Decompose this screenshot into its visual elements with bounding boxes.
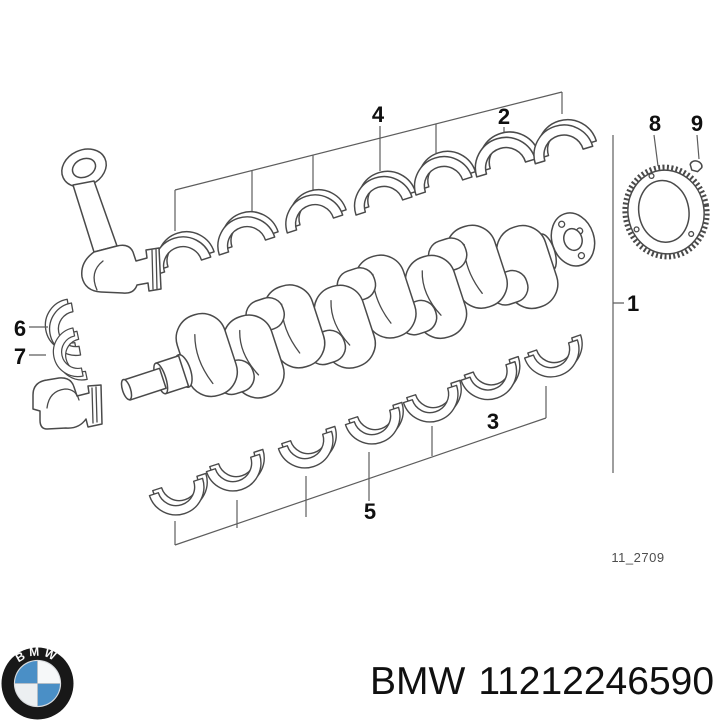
lower-shell: [523, 335, 590, 385]
callout-2: 2: [498, 104, 510, 129]
crankshaft: [120, 212, 596, 401]
upper-shell: [277, 182, 347, 233]
bolt-pin: [689, 160, 703, 173]
part-number-text: BMW 11212246590: [370, 662, 714, 702]
bmw-logo-letters: BMW: [13, 646, 62, 665]
parts-diagram: 4 2 8 9 1 6 7 3 5 11_2709: [14, 91, 710, 565]
roundel-quadrant-ne: [37, 661, 60, 684]
roundel-quadrant-se: [37, 683, 60, 706]
upper-shell: [346, 164, 417, 215]
upper-bracket-lines: [174, 91, 563, 231]
callout-4: 4: [372, 102, 385, 127]
callout-1: 1: [627, 291, 639, 316]
roundel-quadrant-sw: [15, 683, 38, 706]
lower-bracket-lines: [174, 386, 547, 546]
upper-shell: [209, 204, 279, 255]
lower-shell: [148, 473, 215, 522]
lower-shell: [205, 449, 272, 498]
bmw-logo: BMW: [1, 646, 74, 720]
callout-line-1: [612, 135, 624, 473]
callout-9: 9: [691, 111, 703, 136]
connecting-rod: [61, 148, 162, 294]
lower-shell: [277, 426, 344, 475]
brand-text: BMW: [370, 660, 466, 703]
upper-shell: [525, 112, 597, 164]
diagram-code: 11_2709: [611, 550, 664, 565]
callout-leader-lines: [29, 134, 700, 356]
callout-6: 6: [14, 316, 26, 341]
upper-shell: [467, 124, 541, 177]
main-bearing-cap: [32, 377, 103, 430]
callout-7: 7: [14, 344, 26, 369]
lower-shell: [402, 380, 469, 429]
upper-shell: [406, 144, 477, 195]
roundel-quadrant-nw: [15, 661, 38, 684]
lower-shell: [344, 402, 411, 451]
part-number: 11212246590: [478, 660, 715, 703]
ring-gear: [622, 164, 710, 260]
callout-5: 5: [364, 499, 376, 524]
callout-3: 3: [487, 409, 499, 434]
lower-shell: [460, 357, 529, 408]
callout-8: 8: [649, 111, 661, 136]
